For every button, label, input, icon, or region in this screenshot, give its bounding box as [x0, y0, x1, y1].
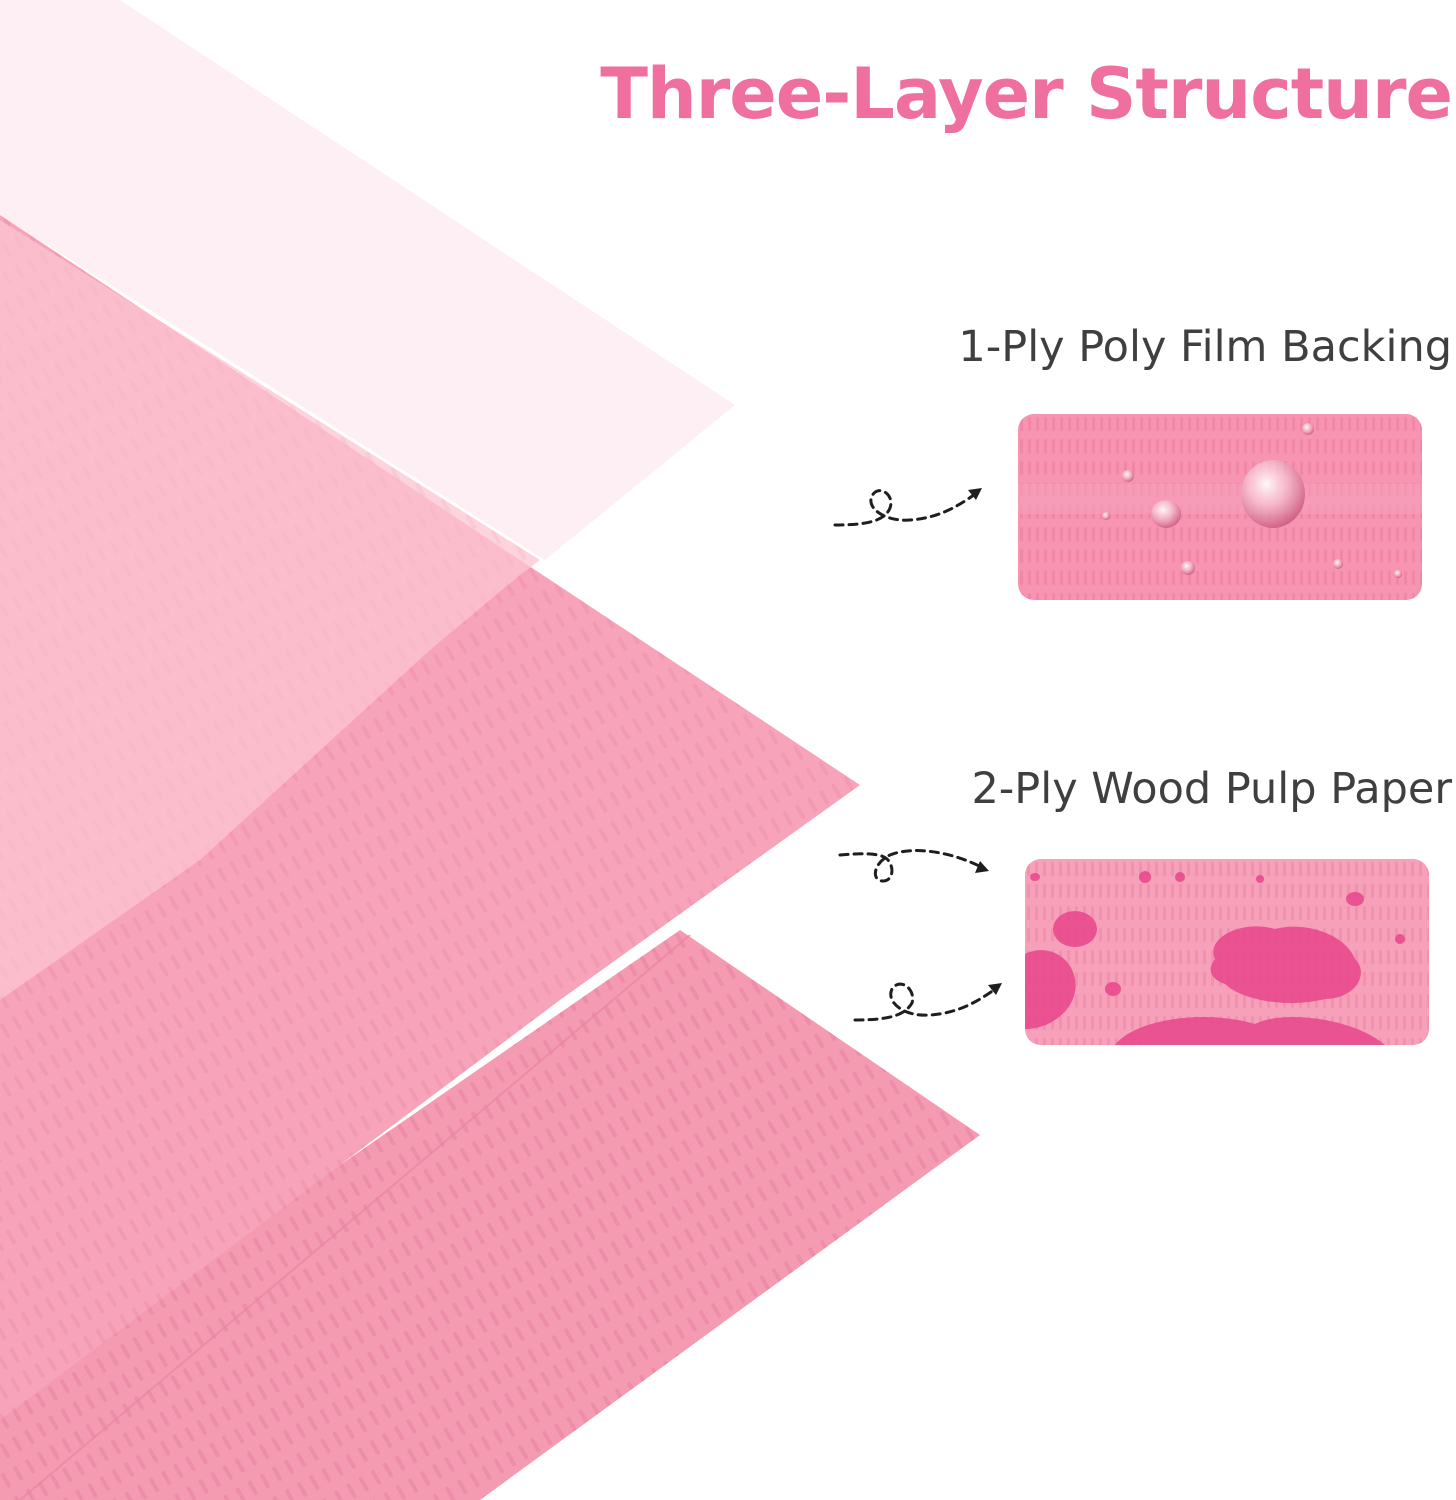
page-title: Three-Layer Structure	[600, 53, 1453, 135]
dashed-loop-arrow-icon	[830, 470, 990, 540]
layer-1-label: 1-Ply Poly Film Backing	[958, 322, 1452, 372]
top-translucent-film	[0, 0, 735, 560]
bottom-pulp-sheet	[0, 930, 980, 1500]
dashed-loop-arrow-icon	[835, 835, 995, 895]
poly-film-sheet	[0, 220, 540, 1000]
layer-2-label: 2-Ply Wood Pulp Paper	[971, 764, 1452, 814]
dashed-loop-arrow-icon	[850, 965, 1010, 1035]
wood-pulp-closeup	[1025, 859, 1429, 1045]
liquid-stain-icon	[1025, 871, 1405, 1045]
poly-film-closeup	[1018, 414, 1422, 600]
water-droplet-icon	[1102, 423, 1402, 578]
